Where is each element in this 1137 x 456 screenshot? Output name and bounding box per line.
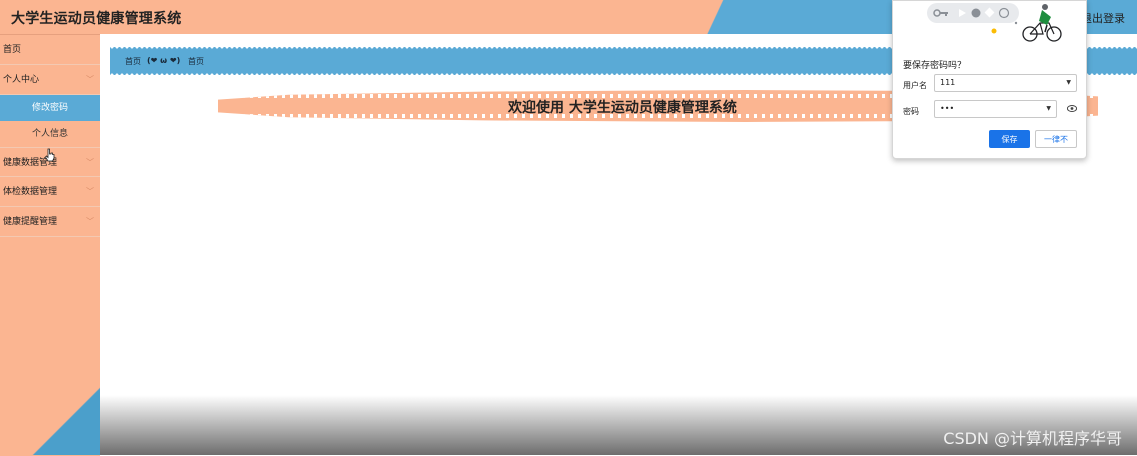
sidebar-item-personal-center[interactable]: 个人中心 ﹀ bbox=[0, 65, 100, 95]
username-value: 111 bbox=[940, 78, 956, 87]
sidebar-subitem-change-password[interactable]: 修改密码 bbox=[0, 95, 100, 121]
hand-cursor-icon bbox=[44, 148, 55, 162]
breadcrumb-current: 首页 bbox=[188, 57, 204, 66]
save-password-popup: 要保存密码吗？ 用户名 111 ▼ 密码 ••• ▼ 保存 一律不 bbox=[892, 0, 1087, 159]
password-illustration-icon bbox=[927, 3, 1062, 42]
sidebar-item-home[interactable]: 首页 bbox=[0, 35, 100, 65]
never-button[interactable]: 一律不 bbox=[1035, 130, 1077, 148]
save-button[interactable]: 保存 bbox=[989, 130, 1030, 148]
breadcrumb-home[interactable]: 首页 bbox=[125, 57, 141, 66]
welcome-text: 欢迎使用 大学生运动员健康管理系统 bbox=[508, 100, 737, 116]
password-select[interactable]: ••• ▼ bbox=[934, 100, 1057, 118]
bottom-shadow bbox=[100, 395, 1137, 455]
sidebar-item-label: 个人中心 bbox=[3, 75, 40, 85]
sidebar-item-label: 健康提醒管理 bbox=[3, 217, 58, 227]
sidebar-subitem-label: 修改密码 bbox=[31, 103, 68, 113]
save-password-question: 要保存密码吗？ bbox=[903, 61, 967, 71]
chevron-down-icon: ﹀ bbox=[86, 75, 94, 84]
sidebar-item-label: 健康数据管理 bbox=[3, 158, 58, 168]
eye-icon[interactable] bbox=[1067, 105, 1077, 112]
banner-dash-bottom bbox=[218, 114, 1098, 118]
sidebar-item-physical-exam[interactable]: 体检数据管理 ﹀ bbox=[0, 177, 100, 207]
sidebar-subitem-personal-info[interactable]: 个人信息 bbox=[0, 121, 100, 147]
password-value: ••• bbox=[940, 104, 955, 113]
sidebar-corner-decoration bbox=[0, 385, 100, 455]
chevron-down-icon: ﹀ bbox=[86, 187, 94, 196]
sidebar-item-label: 体检数据管理 bbox=[3, 187, 58, 197]
logout-link[interactable]: 退出登录 bbox=[1081, 12, 1125, 25]
dropdown-arrow-icon: ▼ bbox=[1066, 79, 1071, 86]
sidebar-subitem-label: 个人信息 bbox=[31, 129, 68, 139]
banner-dash-top bbox=[218, 94, 1098, 98]
app-title: 大学生运动员健康管理系统 bbox=[11, 11, 182, 27]
chevron-down-icon: ﹀ bbox=[86, 158, 94, 167]
dropdown-arrow-icon: ▼ bbox=[1046, 105, 1051, 112]
username-label: 用户名 bbox=[903, 81, 927, 90]
sidebar-item-health-reminder[interactable]: 健康提醒管理 ﹀ bbox=[0, 207, 100, 237]
sidebar-item-health-data[interactable]: 健康数据管理 ﹀ bbox=[0, 147, 100, 177]
password-label: 密码 bbox=[903, 107, 919, 116]
chevron-down-icon: ﹀ bbox=[86, 217, 94, 226]
breadcrumb-emoticon: (❤ ω ❤) bbox=[147, 56, 181, 65]
sidebar-item-label: 首页 bbox=[3, 45, 22, 55]
watermark: CSDN @计算机程序华哥 bbox=[943, 429, 1122, 448]
username-select[interactable]: 111 ▼ bbox=[934, 74, 1077, 92]
